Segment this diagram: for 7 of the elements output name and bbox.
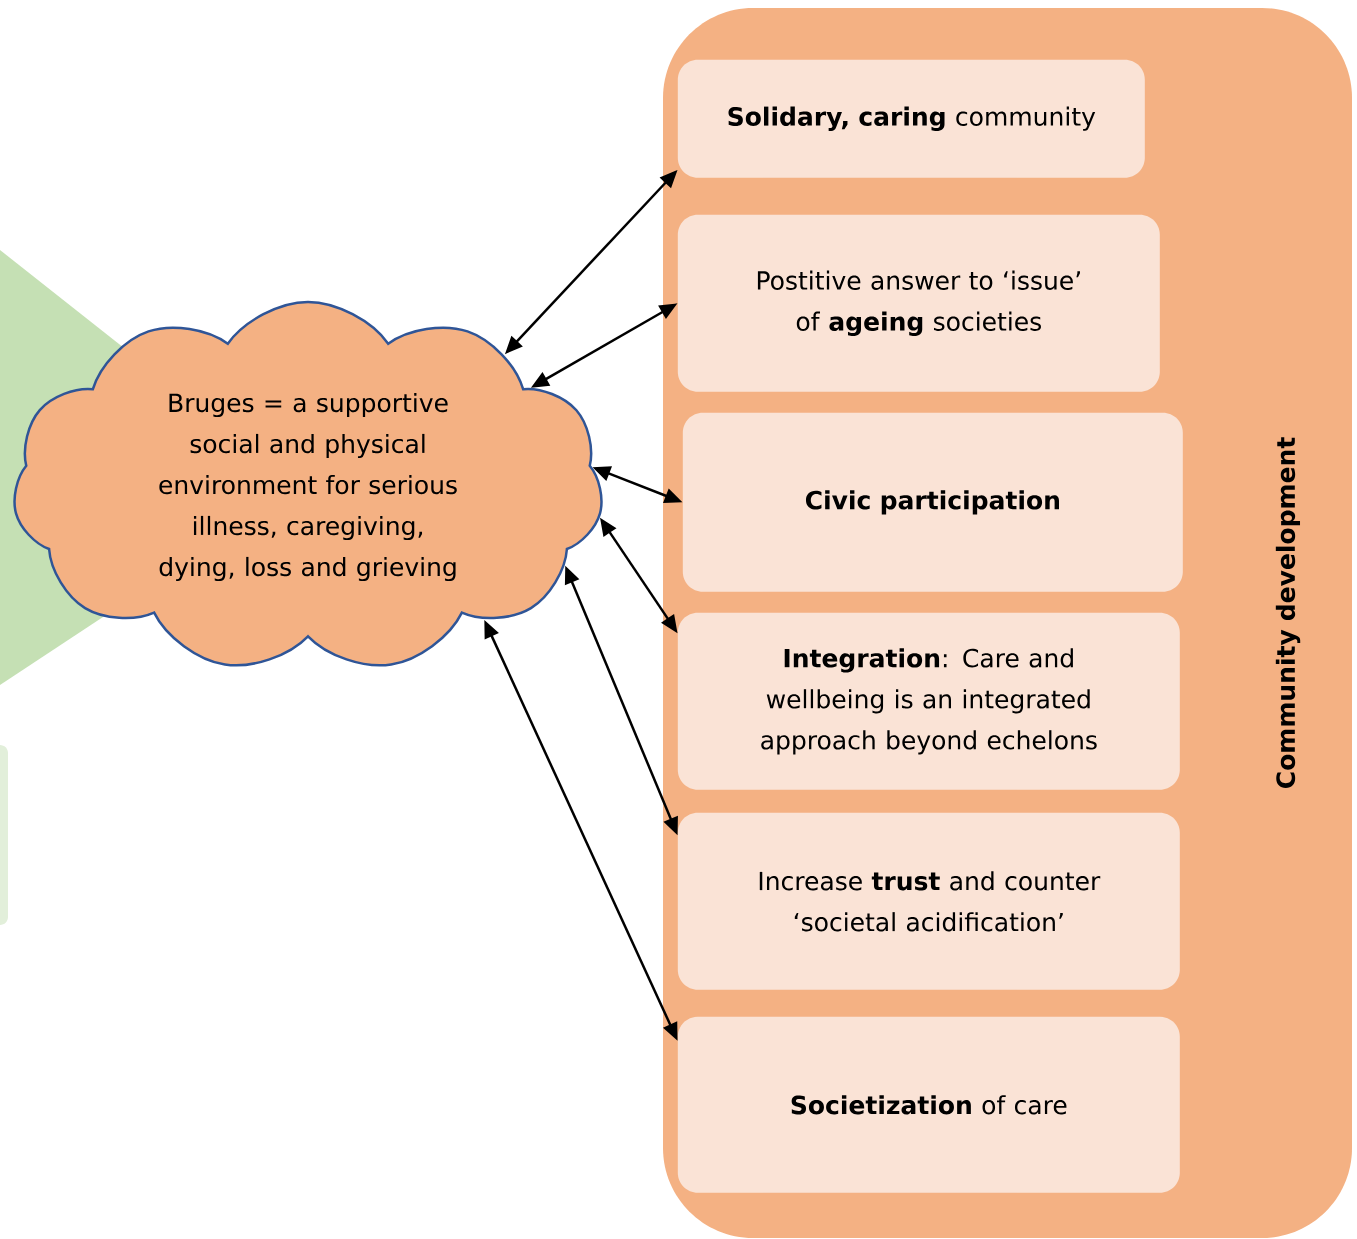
text-box: Civic participation: [682, 412, 1183, 592]
text-box: Increase trust and counter ‘societal acidification’: [677, 812, 1180, 990]
text-box: Societization of care: [677, 1016, 1180, 1193]
panel-title: Community development: [1275, 437, 1301, 789]
text-box: Solidary, caring community: [677, 59, 1145, 178]
text-box: Integration: Care and wellbeing is an integrated approach beyond echelons: [677, 612, 1180, 790]
text-box: Postitive answer to ‘issue’ of ageing societies: [677, 214, 1160, 392]
